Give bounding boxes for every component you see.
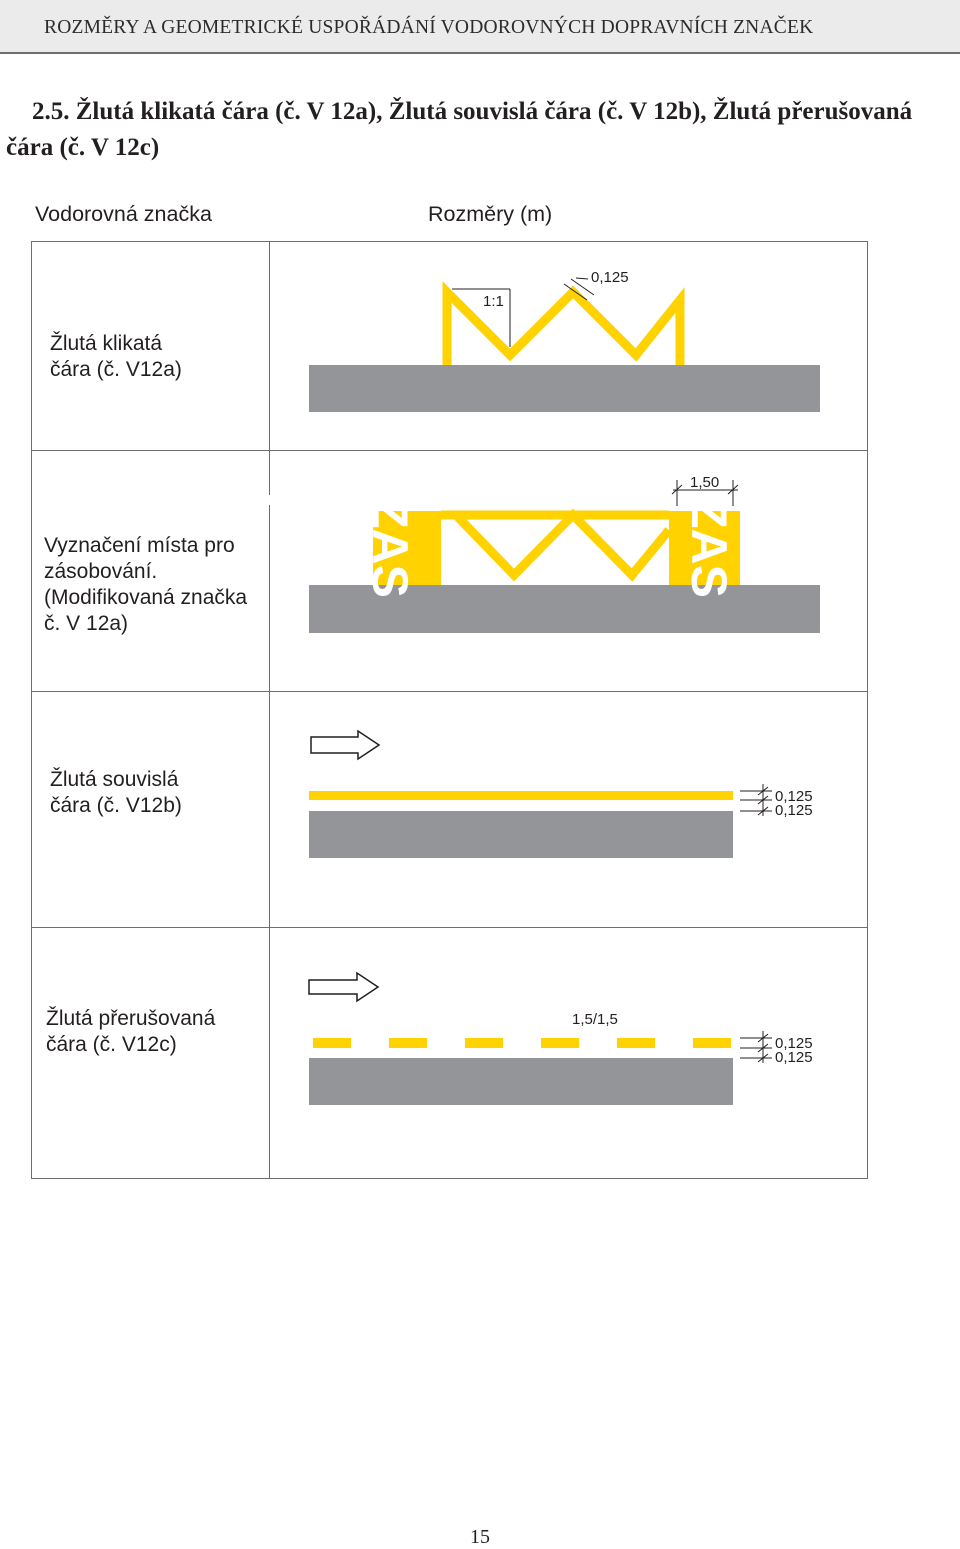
row-label-solid-line: Žlutá souvislá čára (č. V12b) xyxy=(50,767,182,819)
row-label-line: zásobování. xyxy=(44,560,158,583)
solid-yellow-line xyxy=(309,791,733,800)
page-number: 15 xyxy=(470,1526,490,1548)
dash-segment xyxy=(617,1038,655,1048)
width-dimension xyxy=(740,784,772,816)
zas-block-left xyxy=(373,511,441,585)
width-label: 0,125 xyxy=(591,269,629,286)
running-header: ROZMĚRY A GEOMETRICKÉ USPOŘÁDÁNÍ VODOROV… xyxy=(0,0,960,54)
loading-zone-diagram: ZAS ZAS 1,50 xyxy=(309,474,820,633)
gap-label: 0,125 xyxy=(775,1049,813,1066)
zas-inscription: ZAS xyxy=(362,498,418,598)
solid-line-diagram: 0,125 0,125 xyxy=(309,729,813,858)
zas-block-right xyxy=(669,511,740,585)
kerb-strip xyxy=(309,585,820,633)
table-row-divider xyxy=(31,927,868,928)
row-label-line: čára (č. V12b) xyxy=(50,794,182,817)
row-label-dashed-line: Žlutá přerušovaná čára (č. V12c) xyxy=(46,1006,215,1058)
dash-segment xyxy=(389,1038,427,1048)
row-label-line: (Modifikovaná značka xyxy=(44,586,248,609)
dash-pattern-label: 1,5/1,5 xyxy=(572,1011,618,1028)
row-label-loading-zone: Vyznačení místa pro zásobování. (Modifik… xyxy=(44,533,247,637)
width-dimension xyxy=(563,277,595,301)
table-column-divider xyxy=(269,241,270,495)
kerb-strip xyxy=(309,1058,733,1105)
zigzag-line xyxy=(442,281,685,365)
zigzag-line xyxy=(441,508,673,582)
row-label-line: Žlutá souvislá xyxy=(50,768,179,791)
dash-segment xyxy=(541,1038,579,1048)
row-label-line: Žlutá přerušovaná xyxy=(46,1007,216,1030)
section-title-line-1: 2.5. Žlutá klikatá čára (č. V 12a), Žlut… xyxy=(32,98,913,125)
length-label: 1,50 xyxy=(690,474,719,491)
kerb-strip xyxy=(309,365,820,412)
dashed-line-diagram: 1,5/1,5 0,125 0,125 xyxy=(308,971,813,1105)
section-title-line-2: čára (č. V 12c) xyxy=(6,134,160,161)
table-row-divider xyxy=(31,450,868,451)
section-title: 2.5. Žlutá klikatá čára (č. V 12a), Žlut… xyxy=(6,94,954,166)
row-label-line: č. V 12a) xyxy=(44,612,129,635)
line-width-label: 0,125 xyxy=(775,788,813,805)
row-label-line: čára (č. V12c) xyxy=(46,1033,177,1056)
dash-segment xyxy=(693,1038,731,1048)
gap-label: 0,125 xyxy=(775,802,813,819)
row-label-line: čára (č. V12a) xyxy=(50,358,182,381)
dash-segment xyxy=(465,1038,503,1048)
zas-inscription: ZAS xyxy=(681,498,737,598)
table-row-divider xyxy=(31,691,868,692)
length-dimension xyxy=(671,480,739,506)
row-label-zigzag: Žlutá klikatá čára (č. V12a) xyxy=(50,331,182,383)
ratio-label: 1:1 xyxy=(483,293,504,310)
line-width-label: 0,125 xyxy=(775,1035,813,1052)
running-title: ROZMĚRY A GEOMETRICKÉ USPOŘÁDÁNÍ VODOROV… xyxy=(44,17,814,38)
ratio-dimension xyxy=(452,288,511,347)
column-heading-dimensions: Rozměry (m) xyxy=(428,202,553,226)
column-heading-sign: Vodorovná značka xyxy=(35,202,212,226)
row-label-line: Vyznačení místa pro xyxy=(44,534,235,557)
kerb-strip xyxy=(309,811,733,858)
marking-table xyxy=(31,241,868,1179)
row-label-line: Žlutá klikatá xyxy=(50,332,163,355)
zigzag-marking-diagram: 1:1 0,125 xyxy=(309,269,820,412)
table-column-divider xyxy=(269,505,270,1179)
dash-segment xyxy=(313,1038,351,1048)
width-dimension xyxy=(740,1031,772,1063)
right-arrow-outline-icon xyxy=(308,971,380,1003)
right-arrow-outline-icon xyxy=(310,729,381,761)
